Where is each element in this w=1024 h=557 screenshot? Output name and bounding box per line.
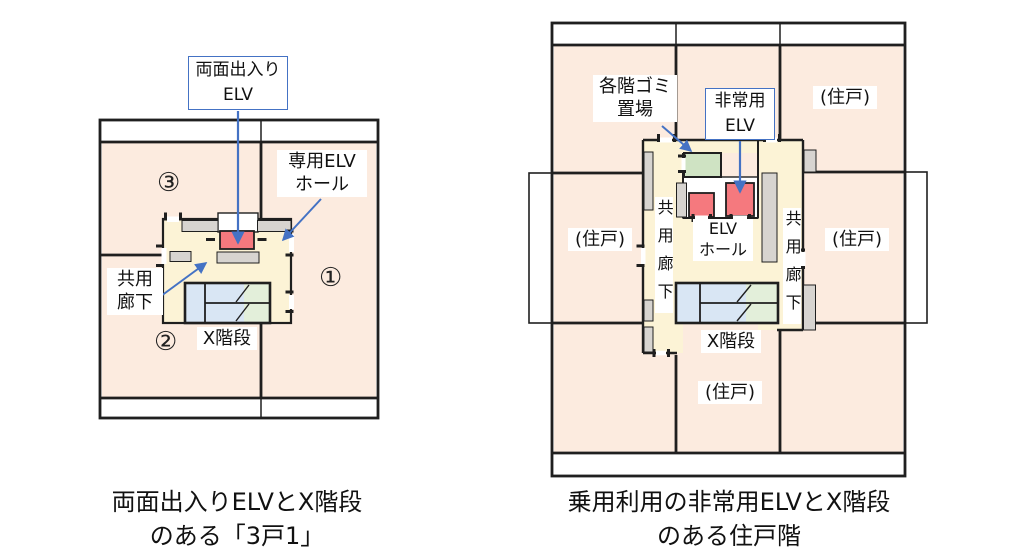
unit-label-mid-right: (住戸)	[825, 228, 889, 252]
left-hall-arrow	[281, 198, 322, 242]
right-plan-caption: 乗用利用の非常用ELVとX階段 のある住戸階	[567, 488, 891, 551]
shared-corridor-label-left-plan: 共用 廊下	[107, 268, 163, 315]
right-balcony-left	[528, 172, 553, 324]
unit-label-top-right: (住戸)	[813, 86, 877, 110]
garbage-room-label: 各階ゴミ 置場	[593, 75, 677, 122]
left-plan-caption: 両面出入りELVとX階段 のある「3戸1」	[111, 488, 363, 551]
stair-label-left-plan: X階段	[197, 327, 257, 351]
right-balcony-right	[904, 171, 928, 324]
double-entry-elv-callout: 両面出入り ELV	[188, 56, 288, 110]
left-corridor-arrow	[160, 262, 208, 297]
emergency-elv-callout: 非常用 ELV	[705, 88, 775, 140]
unit-marker-1: ①	[319, 263, 343, 293]
unit-marker-3: ③	[157, 168, 181, 198]
unit-marker-2: ②	[154, 327, 178, 357]
shared-corridor-label-right-side: 共用廊下	[782, 208, 802, 324]
right-gray-bars	[643, 149, 817, 353]
dedicated-elv-hall-label: 専用ELV ホール	[277, 150, 367, 197]
right-garbage-room	[683, 152, 722, 178]
stair-label-right-plan: X階段	[701, 330, 761, 354]
unit-label-bottom: (住戸)	[698, 381, 762, 405]
right-garbage-arrow	[661, 125, 693, 153]
left-gray-bars	[169, 220, 292, 264]
right-elevator-cab-small	[688, 192, 715, 218]
shared-corridor-label-left-side: 共用廊下	[654, 197, 674, 313]
right-door-openings	[636, 134, 806, 357]
left-staircase	[183, 281, 272, 325]
unit-label-mid-left: (住戸)	[568, 228, 632, 252]
elv-hall-label: ELV ホール	[693, 219, 753, 261]
right-staircase	[674, 281, 780, 325]
